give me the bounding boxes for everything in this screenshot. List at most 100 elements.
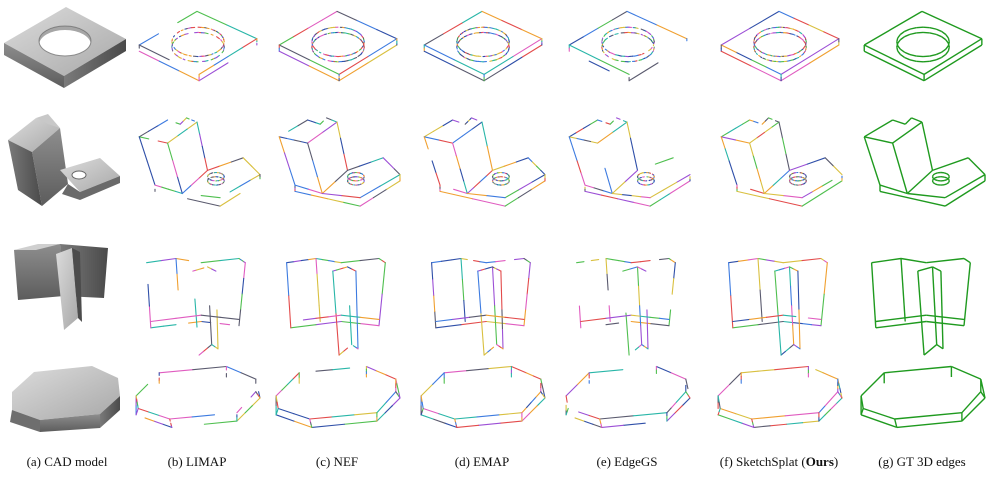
predicted-edge xyxy=(577,372,590,385)
predicted-edge xyxy=(675,396,682,403)
predicted-edge xyxy=(720,50,752,67)
predicted-edge xyxy=(808,24,825,33)
predicted-edge xyxy=(194,298,198,328)
predicted-edge xyxy=(578,411,590,417)
predicted-edge xyxy=(822,372,832,377)
predicted-edge xyxy=(192,365,227,371)
predicted-edge xyxy=(355,270,358,311)
predicted-edge xyxy=(668,309,672,327)
predicted-edge xyxy=(201,145,206,159)
predicted-edge xyxy=(423,44,455,61)
predicted-edge xyxy=(598,59,630,75)
gt-edge xyxy=(922,55,930,58)
predicted-edge xyxy=(281,383,289,391)
predicted-edge xyxy=(365,365,377,372)
predicted-edge xyxy=(358,48,362,51)
predicted-edge xyxy=(338,62,369,82)
gt-edge xyxy=(899,30,905,36)
edge-panel-edgegs-chamfered-box xyxy=(565,365,691,428)
gt-edge xyxy=(923,344,938,356)
predicted-edge xyxy=(460,257,463,281)
predicted-edge xyxy=(676,174,691,183)
predicted-edge xyxy=(241,38,258,49)
predicted-edge xyxy=(604,167,613,195)
predicted-edge xyxy=(147,283,150,307)
predicted-edge xyxy=(174,53,176,56)
gt-edge xyxy=(963,257,971,264)
predicted-edge xyxy=(818,405,826,414)
predicted-edge xyxy=(799,55,802,58)
predicted-edge xyxy=(356,309,359,350)
predicted-edge xyxy=(483,55,514,75)
predicted-edge xyxy=(175,257,190,262)
predicted-edge xyxy=(820,293,825,327)
predicted-edge xyxy=(821,180,843,195)
predicted-edge xyxy=(275,414,295,422)
predicted-edge xyxy=(629,266,639,270)
predicted-edge xyxy=(601,424,625,428)
predicted-edge xyxy=(582,139,592,143)
predicted-edge xyxy=(740,370,759,374)
predicted-edge xyxy=(719,407,737,415)
predicted-edge xyxy=(823,31,840,40)
gt-edge xyxy=(911,117,923,123)
caption-limap: (b) LIMAP xyxy=(167,454,227,469)
predicted-edge xyxy=(625,312,630,356)
predicted-edge xyxy=(135,383,149,397)
predicted-edge xyxy=(588,414,601,420)
predicted-edge xyxy=(720,132,729,138)
predicted-edge xyxy=(323,53,326,56)
predicted-edge xyxy=(632,412,668,417)
predicted-edge xyxy=(820,257,825,262)
predicted-edge xyxy=(471,198,506,207)
predicted-edge xyxy=(674,405,683,414)
predicted-edge xyxy=(204,157,209,171)
edge-panel-edgegs-bracket-with-hole xyxy=(568,117,691,207)
predicted-edge xyxy=(136,407,139,413)
predicted-edge xyxy=(565,411,568,416)
predicted-edge xyxy=(765,314,784,318)
predicted-edge xyxy=(485,195,506,199)
predicted-edge xyxy=(784,266,791,269)
predicted-edge xyxy=(649,316,661,319)
predicted-edge xyxy=(772,177,782,187)
predicted-edge xyxy=(604,37,608,41)
predicted-edge xyxy=(747,257,759,261)
predicted-edge xyxy=(359,185,381,199)
predicted-edge xyxy=(751,415,786,420)
predicted-edge xyxy=(316,176,323,195)
predicted-edge xyxy=(727,127,736,134)
gt-edge xyxy=(935,56,942,61)
predicted-edge xyxy=(673,262,676,280)
predicted-edge xyxy=(605,257,613,261)
predicted-edge xyxy=(737,259,749,262)
predicted-edge xyxy=(376,401,387,414)
predicted-edge xyxy=(785,153,791,171)
predicted-edge xyxy=(219,323,231,326)
predicted-edge xyxy=(198,351,204,356)
predicted-edge xyxy=(542,387,545,394)
predicted-edge xyxy=(588,369,624,374)
predicted-edge xyxy=(781,137,787,155)
predicted-edge xyxy=(135,411,138,416)
predicted-edge xyxy=(423,50,455,67)
predicted-edge xyxy=(669,186,681,195)
gt-edge xyxy=(863,119,893,138)
predicted-edge xyxy=(756,132,765,139)
predicted-edge xyxy=(481,121,488,147)
predicted-edge xyxy=(289,168,296,186)
predicted-edge xyxy=(308,65,340,82)
predicted-edge xyxy=(148,411,160,417)
predicted-edge xyxy=(326,198,345,203)
predicted-edge xyxy=(535,391,542,398)
predicted-edge xyxy=(752,155,758,169)
gt-edge xyxy=(961,397,986,422)
predicted-edge xyxy=(466,187,475,195)
predicted-edge xyxy=(791,365,809,369)
predicted-edge xyxy=(597,19,614,29)
predicted-edge xyxy=(343,420,378,425)
gt-edge xyxy=(860,372,885,397)
predicted-edge xyxy=(680,391,687,398)
predicted-edge xyxy=(310,194,329,200)
